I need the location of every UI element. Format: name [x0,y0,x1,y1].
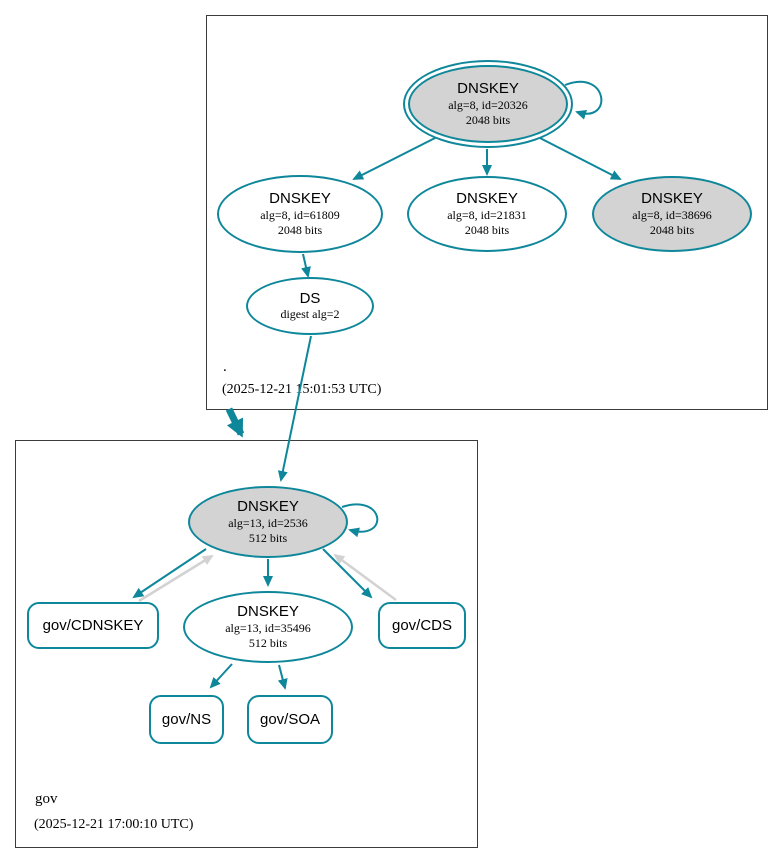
edge-zsk35496-soa [277,664,288,690]
node-title: DNSKEY [457,80,519,98]
edge-govksk2536-cds [322,548,373,599]
zone-label-gov: gov [35,791,58,807]
zone-timestamp-gov: (2025-12-21 17:00:10 UTC) [34,817,194,832]
edge-zsk35496-ns [209,663,233,689]
node-dnskey-61809: DNSKEY alg=8, id=61809 2048 bits [217,175,383,253]
node-detail: digest alg=2 [280,307,340,322]
zone-cluster-gov: gov (2025-12-21 17:00:10 UTC) [15,440,478,848]
node-dnskey-21831: DNSKEY alg=8, id=21831 2048 bits [407,176,567,252]
node-detail: alg=8, id=61809 [260,207,340,222]
node-detail: 512 bits [248,530,288,545]
node-rrset-gov-soa: gov/SOA [247,695,333,744]
rrset-label: gov/CDNSKEY [42,617,144,634]
edge-ksk20326-selfloop [564,80,603,120]
rrset-label: gov/NS [161,711,212,728]
node-detail: alg=8, id=21831 [447,207,527,222]
node-title: DNSKEY [237,603,299,621]
node-ds-root: DS digest alg=2 [246,277,374,335]
node-rrset-gov-cdnskey: gov/CDNSKEY [27,602,159,649]
edge-cds-govksk2536-gray [333,553,397,602]
node-detail: 2048 bits [465,112,511,127]
node-title: DNSKEY [641,190,703,208]
edge-ksk20326-ksk38696 [537,136,622,180]
edge-govksk2536-selfloop [341,503,379,538]
rrset-label: gov/CDS [391,617,453,634]
edge-govksk2536-cdnskey [132,548,207,599]
edge-cdnskey-govksk2536-gray [138,554,214,603]
node-detail: alg=13, id=2536 [228,515,308,530]
edge-ds-govksk2536 [277,335,312,482]
node-title: DNSKEY [456,190,518,208]
node-detail: 2048 bits [464,222,510,237]
edge-zsk61809-ds [301,253,311,278]
node-dnskey-38696: DNSKEY alg=8, id=38696 2048 bits [592,176,752,252]
node-dnskey-20326: DNSKEY alg=8, id=20326 2048 bits [403,60,573,148]
node-detail: alg=13, id=35496 [225,620,311,635]
node-rrset-gov-cds: gov/CDS [378,602,466,649]
edge-ksk20326-zsk61809 [352,136,438,180]
node-detail: 512 bits [248,635,288,650]
node-detail: 2048 bits [649,222,695,237]
node-title: DNSKEY [237,498,299,516]
edge-delegation-root-gov [225,407,245,438]
zone-cluster-root: . (2025-12-21 15:01:53 UTC) [206,15,768,410]
node-detail: 2048 bits [277,222,323,237]
node-dnskey-2536: DNSKEY alg=13, id=2536 512 bits [188,486,348,558]
zone-label-root: . [223,359,227,375]
node-detail: alg=8, id=20326 [448,97,528,112]
node-dnskey-35496: DNSKEY alg=13, id=35496 512 bits [183,591,353,663]
zone-timestamp-root: (2025-12-21 15:01:53 UTC) [222,382,382,397]
node-title: DS [299,289,321,307]
node-title: DNSKEY [269,190,331,208]
node-rrset-gov-ns: gov/NS [149,695,224,744]
rrset-label: gov/SOA [259,711,321,728]
node-detail: alg=8, id=38696 [632,207,712,222]
